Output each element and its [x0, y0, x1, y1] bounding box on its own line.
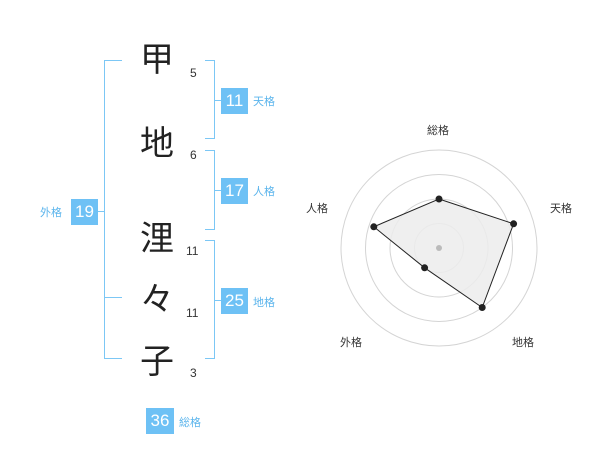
- stroke-count-5: 3: [190, 366, 197, 380]
- radar-point-4: [421, 264, 429, 272]
- gaikaku-tick: [98, 211, 104, 212]
- radar-polygon: [372, 198, 515, 309]
- radar-label-gaikaku: 外格: [340, 336, 362, 349]
- gaikaku-badge: 19: [71, 199, 98, 225]
- tenkaku-tick: [215, 100, 221, 101]
- chikaku-badge: 25: [221, 288, 248, 314]
- gaikaku-label: 外格: [40, 206, 62, 219]
- tenkaku-bracket: [205, 60, 215, 139]
- name-char-5: 子: [140, 342, 174, 382]
- radar-label-chikaku: 地格: [512, 336, 534, 349]
- radar-ring: [365, 174, 513, 322]
- radar-point-3: [478, 304, 486, 311]
- jinkaku-bracket: [205, 150, 215, 230]
- chikaku-tick: [215, 300, 221, 301]
- radar-point-1: [435, 195, 443, 203]
- name-char-3: 浬: [140, 219, 174, 259]
- stroke-count-1: 5: [190, 66, 197, 80]
- tenkaku-label: 天格: [253, 95, 275, 108]
- radar-center-dot: [436, 245, 442, 251]
- jinkaku-badge: 17: [221, 178, 248, 204]
- soukaku-label: 総格: [179, 416, 201, 429]
- name-char-2: 地: [140, 124, 174, 164]
- name-char-4: 々: [140, 280, 174, 320]
- radar-label-tenkaku: 天格: [550, 202, 572, 215]
- stroke-count-2: 6: [190, 148, 197, 162]
- radar-point-5: [370, 223, 378, 231]
- jinkaku-tick: [215, 190, 221, 191]
- radar-label-jinkaku: 人格: [306, 202, 328, 215]
- stroke-count-4: 11: [186, 306, 199, 320]
- chikaku-label: 地格: [253, 296, 275, 309]
- radar-label-soukaku: 総格: [427, 124, 449, 137]
- chikaku-bracket: [205, 240, 215, 359]
- radar-point-2: [510, 220, 518, 228]
- radar-ring: [340, 149, 538, 347]
- tenkaku-badge: 11: [221, 88, 248, 114]
- gaikaku-split-tick: [104, 297, 122, 298]
- gaikaku-bracket: [104, 60, 122, 359]
- name-char-1: 甲: [140, 40, 174, 80]
- jinkaku-label: 人格: [253, 185, 275, 198]
- stroke-count-3: 11: [186, 244, 199, 258]
- soukaku-badge: 36: [146, 408, 174, 434]
